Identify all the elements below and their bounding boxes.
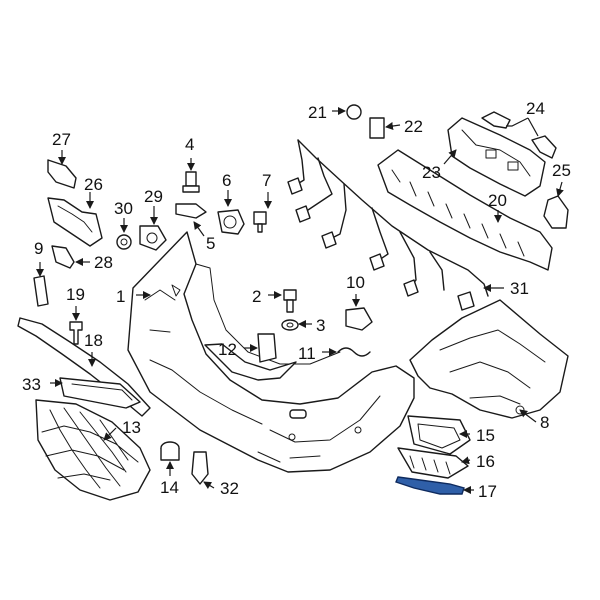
fastener-21[interactable] bbox=[346, 104, 362, 120]
bracket-9[interactable] bbox=[33, 275, 49, 307]
mount-bracket-24[interactable] bbox=[481, 111, 557, 159]
grille-13[interactable] bbox=[35, 399, 151, 501]
callout-6: 6 bbox=[222, 171, 231, 190]
bracket-27[interactable] bbox=[47, 159, 77, 189]
callout-1: 1 bbox=[116, 287, 125, 306]
callout-21: 21 bbox=[308, 103, 327, 122]
callout-22: 22 bbox=[404, 117, 423, 136]
bumper-cover[interactable] bbox=[127, 231, 415, 473]
callout-7: 7 bbox=[262, 171, 271, 190]
callout-26: 26 bbox=[84, 175, 103, 194]
energy-absorber[interactable] bbox=[377, 149, 553, 271]
callout-labels: 1 2 3 4 5 6 7 8 9 10 11 12 13 14 15 16 1… bbox=[22, 99, 571, 501]
bolt-7[interactable] bbox=[253, 211, 267, 233]
callout-20: 20 bbox=[488, 191, 507, 210]
sensor-14[interactable] bbox=[160, 441, 180, 461]
side-bracket-25[interactable] bbox=[543, 195, 569, 229]
callout-19: 19 bbox=[66, 285, 85, 304]
callout-11: 11 bbox=[298, 344, 316, 363]
side-bracket-8[interactable] bbox=[409, 299, 569, 419]
bracket-10[interactable] bbox=[345, 307, 373, 331]
callout-12: 12 bbox=[218, 340, 237, 359]
bolt-2[interactable] bbox=[283, 289, 297, 313]
callout-3: 3 bbox=[316, 316, 325, 335]
callout-31: 31 bbox=[510, 279, 529, 298]
callout-25: 25 bbox=[552, 161, 571, 180]
callout-27: 27 bbox=[52, 130, 71, 149]
callout-15: 15 bbox=[476, 426, 495, 445]
callout-18: 18 bbox=[84, 331, 103, 350]
trim-17[interactable] bbox=[395, 476, 465, 495]
sensor-6[interactable] bbox=[217, 209, 245, 235]
sensor-29[interactable] bbox=[139, 225, 167, 251]
callout-29: 29 bbox=[144, 187, 163, 206]
grille-15[interactable] bbox=[407, 415, 471, 455]
grommet-30[interactable] bbox=[116, 234, 132, 250]
callout-8: 8 bbox=[540, 413, 549, 432]
callout-33: 33 bbox=[22, 375, 41, 394]
callout-5: 5 bbox=[206, 234, 215, 253]
callout-13: 13 bbox=[122, 418, 141, 437]
nut-22[interactable] bbox=[369, 117, 385, 139]
callout-24: 24 bbox=[526, 99, 545, 118]
grille-16[interactable] bbox=[397, 447, 469, 479]
washer-3[interactable] bbox=[281, 319, 299, 331]
callout-28: 28 bbox=[94, 253, 113, 272]
clip-19[interactable] bbox=[69, 321, 83, 345]
bracket-12[interactable] bbox=[257, 333, 277, 363]
callout-32: 32 bbox=[220, 479, 239, 498]
callout-10: 10 bbox=[346, 273, 365, 292]
callout-23: 23 bbox=[422, 163, 441, 182]
bracket-33[interactable] bbox=[59, 377, 141, 409]
leader-lines bbox=[36, 107, 564, 494]
callout-17: 17 bbox=[478, 482, 497, 501]
callout-9: 9 bbox=[34, 239, 43, 258]
bracket-28[interactable] bbox=[51, 245, 75, 269]
bumper-reinforcement-bar[interactable] bbox=[447, 117, 546, 197]
callout-30: 30 bbox=[114, 199, 133, 218]
bolt-4[interactable] bbox=[182, 171, 200, 193]
harness-11[interactable] bbox=[337, 347, 371, 357]
callout-14: 14 bbox=[160, 478, 179, 497]
clip-32[interactable] bbox=[191, 451, 209, 485]
callout-2: 2 bbox=[252, 287, 261, 306]
wiring-harness-31[interactable] bbox=[287, 139, 489, 311]
callout-4: 4 bbox=[185, 135, 194, 154]
callout-16: 16 bbox=[476, 452, 495, 471]
bracket-26[interactable] bbox=[47, 197, 103, 247]
sensor-5[interactable] bbox=[175, 203, 207, 219]
